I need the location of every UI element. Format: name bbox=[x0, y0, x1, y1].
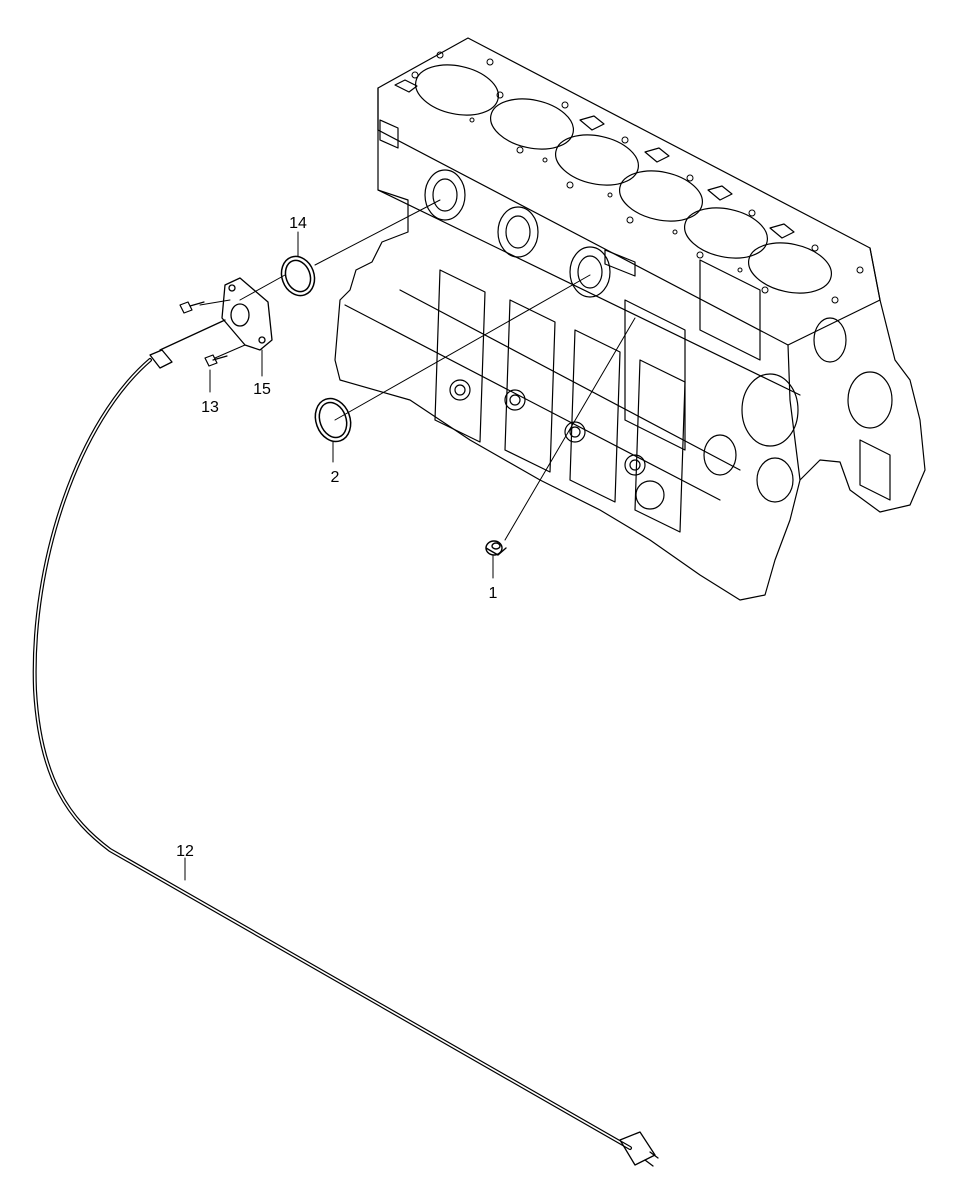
part-12-sensor-cable bbox=[32, 319, 659, 1167]
callout-12: 12 bbox=[176, 843, 194, 860]
part-2-seal-ring bbox=[314, 397, 352, 443]
callout-15: 15 bbox=[253, 381, 271, 398]
callout-14: 14 bbox=[289, 215, 307, 232]
part-15-flange bbox=[221, 277, 273, 351]
engine-block bbox=[334, 37, 926, 601]
leader-lines bbox=[199, 199, 636, 541]
callout-13: 13 bbox=[201, 399, 219, 416]
callout-1: 1 bbox=[489, 585, 498, 602]
part-14-o-ring bbox=[280, 255, 316, 297]
callout-ticks bbox=[184, 231, 494, 881]
callout-2: 2 bbox=[331, 469, 340, 486]
part-1-plug bbox=[485, 540, 507, 556]
part-13-bolts bbox=[179, 301, 228, 367]
